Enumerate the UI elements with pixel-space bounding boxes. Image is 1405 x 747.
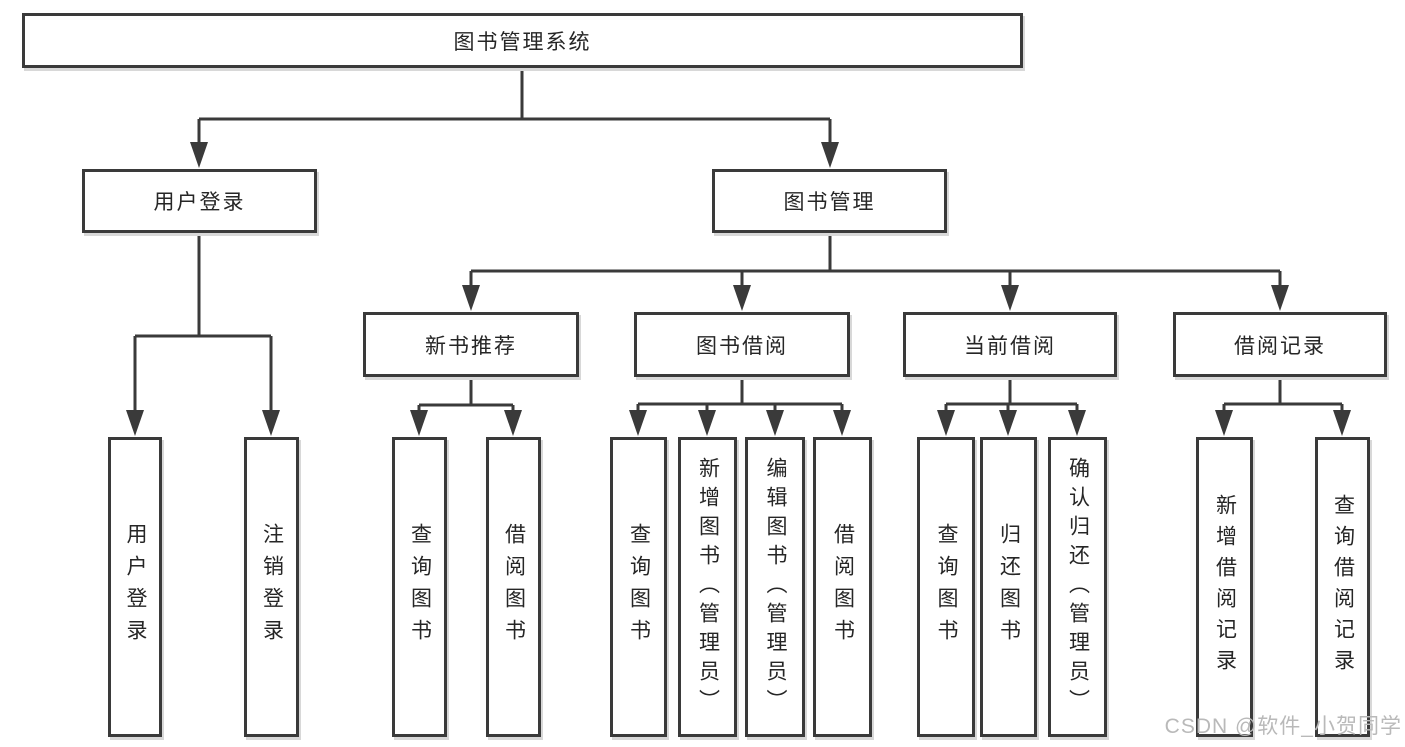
node-book-borrow: 图书借阅: [634, 312, 850, 377]
arrowhead: [999, 410, 1017, 436]
leaf-borrow-query-books: 查询图书: [610, 437, 667, 737]
arrowhead: [1215, 410, 1233, 436]
arrowhead: [1001, 285, 1019, 311]
node-label: 查询图书: [627, 523, 651, 651]
edge-book-mgmt-to-level3: [469, 233, 1282, 295]
edge-borrow-records-to-leaves: [1222, 377, 1344, 420]
leaf-newbook-query-books: 查询图书: [392, 437, 447, 737]
node-label: 图书管理: [783, 191, 876, 214]
node-label: 图书管理系统: [453, 30, 592, 54]
leaf-borrow-borrow-books: 借阅图书: [813, 437, 872, 737]
arrowhead: [126, 410, 144, 436]
leaf-borrow-add-books-admin: 新增图书（管理员）: [678, 437, 737, 737]
leaf-newbook-borrow-books: 借阅图书: [486, 437, 541, 737]
leaf-records-query-record: 查询借阅记录: [1315, 437, 1370, 737]
arrowhead: [629, 410, 647, 436]
leaf-user-login: 用户登录: [108, 437, 162, 737]
node-label: 新增借阅记录: [1213, 494, 1237, 680]
node-label: 图书借阅: [696, 334, 788, 358]
node-root-system: 图书管理系统: [22, 13, 1023, 68]
node-label: 查询借阅记录: [1331, 494, 1355, 680]
node-label: 用户登录: [124, 523, 147, 651]
node-borrow-records: 借阅记录: [1173, 312, 1387, 377]
arrowhead: [410, 410, 428, 436]
node-label: 归还图书: [997, 523, 1021, 651]
node-label: 借阅图书: [502, 523, 526, 651]
edge-root-to-level2: [197, 68, 832, 150]
node-label: 查询图书: [935, 523, 958, 651]
leaf-current-confirm-return-admin: 确认归还（管理员）: [1048, 437, 1107, 737]
node-label: 编辑图书（管理员）: [764, 456, 787, 718]
arrowhead: [1068, 410, 1086, 436]
leaf-logout: 注销登录: [244, 437, 299, 737]
node-label: 注销登录: [260, 523, 284, 651]
leaf-current-query-books: 查询图书: [917, 437, 975, 737]
arrowhead: [937, 410, 955, 436]
node-user-login: 用户登录: [82, 169, 317, 233]
node-label: 查询图书: [408, 523, 432, 651]
csdn-watermark: CSDN @软件_小贺同学: [1164, 715, 1402, 738]
edge-new-books-to-leaves: [417, 377, 515, 420]
arrowhead: [821, 142, 839, 168]
node-label: 新书推荐: [425, 334, 517, 358]
arrowhead: [766, 410, 784, 436]
arrowhead: [190, 142, 208, 168]
node-label: 借阅记录: [1234, 334, 1326, 358]
node-label: 新增图书（管理员）: [696, 456, 720, 718]
arrowhead: [833, 410, 851, 436]
arrowhead: [1333, 410, 1351, 436]
node-new-book-recommend: 新书推荐: [363, 312, 579, 377]
arrowhead: [504, 410, 522, 436]
edge-book-borrow-to-leaves: [636, 377, 844, 420]
node-current-borrow: 当前借阅: [903, 312, 1117, 377]
arrowhead: [733, 285, 751, 311]
edge-user-login-to-leaves: [133, 233, 273, 418]
node-label: 用户登录: [153, 191, 246, 214]
arrowheads: [126, 142, 1351, 436]
arrowhead: [462, 285, 480, 311]
leaf-current-return-books: 归还图书: [980, 437, 1037, 737]
leaf-records-add-record: 新增借阅记录: [1196, 437, 1253, 737]
arrowhead: [262, 410, 280, 436]
leaf-borrow-edit-books-admin: 编辑图书（管理员）: [745, 437, 805, 737]
node-book-management: 图书管理: [712, 169, 947, 233]
node-label: 当前借阅: [964, 334, 1056, 358]
arrowhead: [698, 410, 716, 436]
node-label: 确认归还（管理员）: [1066, 456, 1090, 718]
arrowhead: [1271, 285, 1289, 311]
node-label: 借阅图书: [831, 523, 855, 651]
